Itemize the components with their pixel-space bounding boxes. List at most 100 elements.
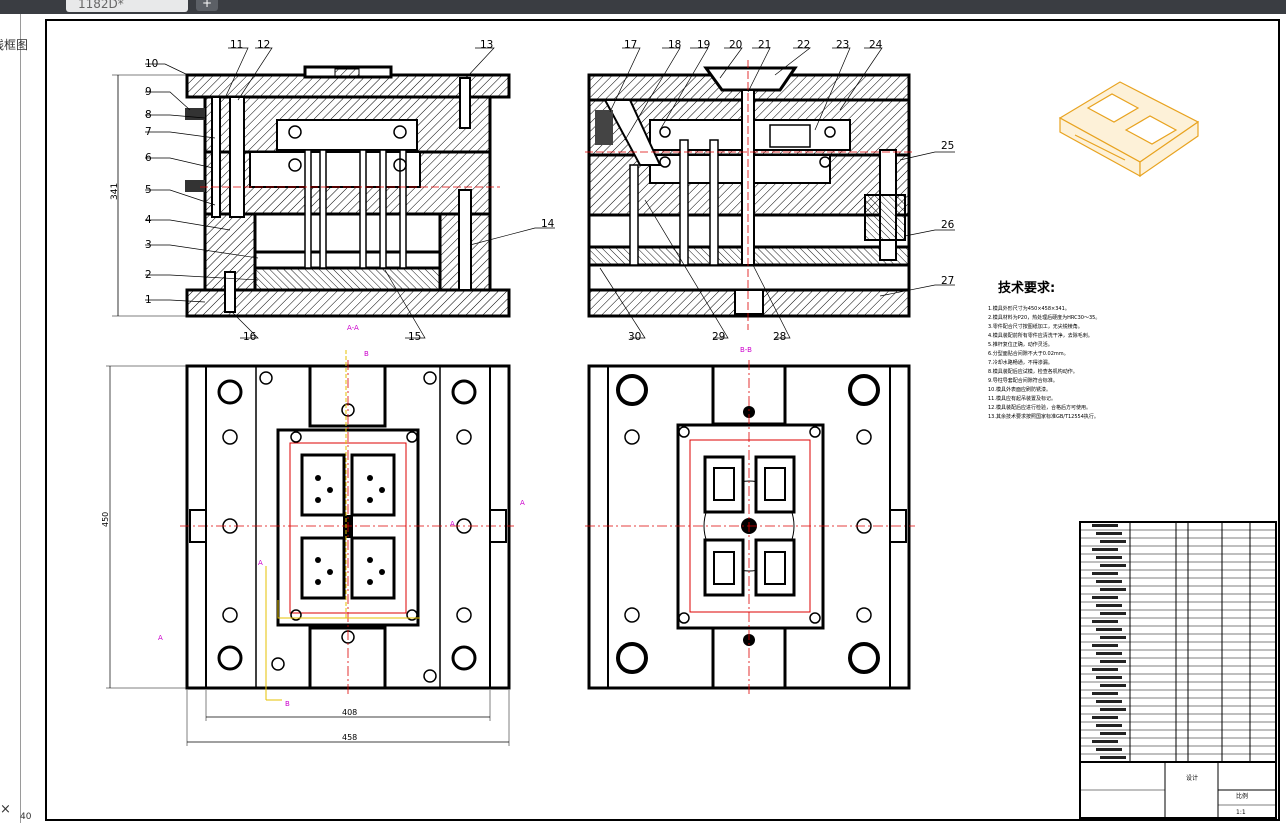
tech-line-3: 3.零件配合尺寸按图纸加工，无尖锐棱角。 — [988, 323, 1083, 330]
callout-30: 30 — [628, 331, 641, 343]
tech-line-8: 8.模具装配后应试模，检查各机构动作。 — [988, 368, 1078, 375]
callout-27: 27 — [941, 275, 954, 287]
callout-29: 29 — [712, 331, 725, 343]
parts-list-entry-mark — [1092, 548, 1118, 551]
callout-7: 7 — [145, 126, 152, 138]
parts-list-entry-mark — [1092, 668, 1118, 671]
inner-width-dimension: 408 — [342, 708, 357, 717]
tab-bar: 1182D* + — [0, 0, 1286, 14]
parts-list-entry-mark — [1092, 620, 1118, 623]
view-style-label[interactable]: 线框图 — [0, 38, 29, 52]
callout-22: 22 — [797, 39, 810, 51]
tech-line-11: 11.模具应有起吊装置及标记。 — [988, 395, 1056, 402]
parts-list-entry-mark — [1092, 692, 1118, 695]
tech-line-1: 1.模具外形尺寸为450×458×341。 — [988, 305, 1070, 312]
parts-list-entry-mark — [1096, 724, 1122, 727]
parts-list-entry-mark — [1092, 596, 1118, 599]
callout-14: 14 — [541, 218, 555, 230]
plan-height-dimension: 450 — [101, 512, 110, 527]
coordinate-readout: 40 — [20, 812, 32, 822]
tech-line-6: 6.分型面贴合间隙不大于0.02mm。 — [988, 350, 1069, 357]
height-dimension: 341 — [110, 183, 120, 200]
callout-8: 8 — [145, 109, 152, 121]
parts-list-entry-mark — [1096, 628, 1122, 631]
plan-view-right — [585, 360, 915, 695]
parts-list-entry-mark — [1092, 524, 1118, 527]
parts-list-entry-mark — [1100, 708, 1126, 711]
title-block-designer: 设计 — [1186, 774, 1198, 782]
marker-b-top: B — [364, 350, 369, 358]
parts-list-entry-mark — [1100, 684, 1126, 687]
callout-17: 17 — [624, 39, 637, 51]
callout-1: 1 — [145, 294, 152, 306]
parts-list-entry-mark — [1100, 660, 1126, 663]
tech-line-5: 5.推杆复位正确，动作灵活。 — [988, 341, 1053, 348]
parts-list-entry-mark — [1096, 700, 1122, 703]
callout-24: 24 — [869, 39, 883, 51]
callout-25: 25 — [941, 140, 954, 152]
callout-28: 28 — [773, 331, 786, 343]
callout-15: 15 — [408, 331, 421, 343]
tab-title: 1182D* — [78, 0, 124, 11]
title-block: 设计 比例 1:1 — [1079, 761, 1277, 819]
section-view — [585, 47, 955, 339]
tech-line-7: 7.冷却水路畅通，不得渗漏。 — [988, 359, 1053, 366]
tech-line-9: 9.导柱导套配合间隙符合标准。 — [988, 377, 1058, 384]
parts-list-entry-mark — [1096, 748, 1122, 751]
callout-26: 26 — [941, 219, 955, 231]
callout-9: 9 — [145, 86, 152, 98]
parts-list-entry-mark — [1100, 540, 1126, 543]
callout-20: 20 — [729, 39, 742, 51]
new-tab-button[interactable]: + — [196, 0, 218, 11]
title-block-scale: 比例 — [1236, 792, 1248, 800]
parts-list-entry-mark — [1096, 652, 1122, 655]
isometric-part-preview — [1058, 81, 1200, 178]
tech-line-10: 10.模具外表面应刷防锈漆。 — [988, 386, 1051, 393]
side-view-callouts: 1 2 3 4 5 6 7 8 9 10 11 12 13 14 15 16 — [145, 39, 555, 343]
marker-b-bottom: B — [285, 700, 290, 708]
callout-13: 13 — [480, 39, 493, 51]
parts-list-entry-mark — [1096, 556, 1122, 559]
parts-list-entry-mark — [1100, 732, 1126, 735]
callout-10: 10 — [145, 58, 158, 70]
marker-a-right: A — [520, 499, 525, 507]
section-mark-aa: A-A — [347, 324, 359, 332]
parts-list-entry-mark — [1100, 756, 1126, 759]
callout-12: 12 — [257, 39, 270, 51]
parts-list-entry-mark — [1100, 636, 1126, 639]
tech-line-13: 13.其余技术要求按照国家标准GB/T12554执行。 — [988, 413, 1099, 420]
section-view-callouts: 17 18 19 20 21 22 23 24 25 26 27 28 29 3… — [347, 39, 955, 354]
drawing-canvas[interactable]: 341 1 2 3 4 5 6 7 8 9 10 — [21, 14, 1286, 823]
parts-list — [1079, 521, 1277, 763]
callout-21: 21 — [758, 39, 771, 51]
document-tab[interactable]: 1182D* — [66, 0, 188, 12]
parts-list-entry-mark — [1100, 588, 1126, 591]
callout-3: 3 — [145, 239, 152, 251]
tech-line-12: 12.模具装配后应进行检验，合格后方可使用。 — [988, 404, 1091, 411]
callout-18: 18 — [668, 39, 681, 51]
close-icon[interactable]: × — [0, 802, 11, 817]
callout-5: 5 — [145, 184, 152, 196]
marker-a-far: A — [158, 634, 163, 642]
tech-line-2: 2.模具材料为P20，热处理后硬度为HRC30～35。 — [988, 314, 1100, 321]
parts-list-entry-mark — [1096, 580, 1122, 583]
parts-list-entry-mark — [1092, 572, 1118, 575]
marker-a-left: A — [258, 559, 263, 567]
parts-list-entry-mark — [1096, 532, 1122, 535]
callout-2: 2 — [145, 269, 152, 281]
section-mark-bb: B-B — [740, 346, 752, 354]
outer-width-dimension: 458 — [342, 733, 357, 742]
callout-16: 16 — [243, 331, 257, 343]
technical-requirements: 技术要求: 1.模具外形尺寸为450×458×341。 2.模具材料为P20，热… — [988, 280, 1100, 420]
parts-list-entry-mark — [1092, 644, 1118, 647]
side-view: 3 4 1 — [110, 47, 555, 339]
parts-list-entry-mark — [1096, 676, 1122, 679]
callout-4: 4 — [145, 214, 152, 226]
tech-title: 技术要求: — [998, 280, 1055, 296]
parts-list-entry-mark — [1092, 740, 1118, 743]
parts-list-entry-mark — [1100, 564, 1126, 567]
callout-23: 23 — [836, 39, 849, 51]
callout-11: 11 — [230, 39, 243, 51]
parts-list-entry-mark — [1100, 612, 1126, 615]
plan-view-left: 408 458 450 A A A B B A — [101, 350, 525, 746]
